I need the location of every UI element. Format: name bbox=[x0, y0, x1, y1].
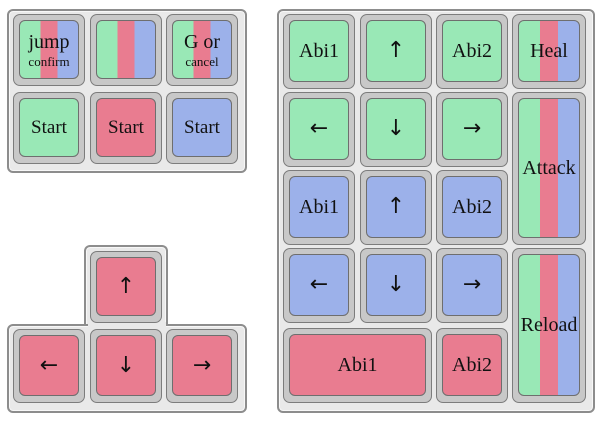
arrow-up-keycap: ↑ bbox=[96, 257, 156, 316]
arrow-right-keycap: → bbox=[172, 335, 232, 396]
blank-shared-keycap bbox=[96, 20, 156, 79]
up-green-keycap: ↑ bbox=[366, 20, 426, 82]
arrow-up-icon: ↑ bbox=[116, 273, 136, 299]
abi1-red-label: Abi1 bbox=[337, 354, 378, 376]
start-green-key[interactable]: Start bbox=[13, 92, 85, 164]
cancel-label: cancel bbox=[185, 53, 219, 69]
start-green-keycap: Start bbox=[19, 98, 79, 157]
attack-label: Attack bbox=[522, 157, 576, 179]
up-blue-keycap: ↑ bbox=[366, 176, 426, 238]
arrow-left-key[interactable]: ← bbox=[13, 329, 85, 403]
down-green-keycap: ↓ bbox=[366, 98, 426, 160]
abi2-green-label: Abi2 bbox=[452, 40, 492, 62]
attack-keycap: Attack bbox=[518, 98, 580, 238]
arrow-down-icon: ↓ bbox=[116, 352, 136, 378]
arrow-down-icon: ↓ bbox=[386, 116, 406, 141]
arrow-right-icon: → bbox=[462, 272, 482, 297]
g-cancel-key[interactable]: G or cancel bbox=[166, 14, 238, 86]
arrow-left-icon: ← bbox=[309, 272, 329, 297]
abi2-green-key[interactable]: Abi2 bbox=[436, 14, 508, 89]
arrow-down-icon: ↓ bbox=[386, 272, 406, 297]
abi1-blue-key[interactable]: Abi1 bbox=[283, 170, 355, 245]
reload-label: Reload bbox=[520, 314, 578, 336]
abi1-green-keycap: Abi1 bbox=[289, 20, 349, 82]
heal-label: Heal bbox=[530, 40, 568, 62]
abi1-blue-keycap: Abi1 bbox=[289, 176, 349, 238]
reload-key[interactable]: Reload bbox=[512, 248, 586, 403]
jump-confirm-key[interactable]: jump confirm bbox=[13, 14, 85, 86]
up-green-key[interactable]: ↑ bbox=[360, 14, 432, 89]
abi1-red-keycap: Abi1 bbox=[289, 334, 426, 396]
left-blue-key[interactable]: ← bbox=[283, 248, 355, 323]
jump-label: jump bbox=[28, 30, 70, 53]
arrow-right-key[interactable]: → bbox=[166, 329, 238, 403]
arrow-cluster-joint bbox=[88, 322, 166, 328]
arrow-left-keycap: ← bbox=[19, 335, 79, 396]
abi2-green-keycap: Abi2 bbox=[442, 20, 502, 82]
heal-keycap: Heal bbox=[518, 20, 580, 82]
arrow-right-icon: → bbox=[192, 352, 212, 378]
arrow-up-key[interactable]: ↑ bbox=[90, 251, 162, 323]
start-blue-keycap: Start bbox=[172, 98, 232, 157]
left-green-key[interactable]: ← bbox=[283, 92, 355, 167]
arrow-left-icon: ← bbox=[39, 352, 59, 378]
abi1-blue-label: Abi1 bbox=[299, 196, 339, 218]
heal-key[interactable]: Heal bbox=[512, 14, 586, 89]
arrow-left-icon: ← bbox=[309, 116, 329, 141]
g-cancel-keycap: G or cancel bbox=[172, 20, 232, 79]
abi2-red-label: Abi2 bbox=[452, 354, 492, 376]
jump-confirm-keycap: jump confirm bbox=[19, 20, 79, 79]
abi2-blue-key[interactable]: Abi2 bbox=[436, 170, 508, 245]
up-blue-key[interactable]: ↑ bbox=[360, 170, 432, 245]
arrow-up-icon: ↑ bbox=[386, 38, 406, 63]
arrow-down-key[interactable]: ↓ bbox=[90, 329, 162, 403]
right-blue-keycap: → bbox=[442, 254, 502, 316]
reload-keycap: Reload bbox=[518, 254, 580, 396]
abi1-green-label: Abi1 bbox=[299, 40, 339, 62]
blank-shared-key[interactable] bbox=[90, 14, 162, 86]
start-blue-label: Start bbox=[184, 117, 220, 138]
down-blue-keycap: ↓ bbox=[366, 254, 426, 316]
left-green-keycap: ← bbox=[289, 98, 349, 160]
attack-key[interactable]: Attack bbox=[512, 92, 586, 245]
abi1-green-key[interactable]: Abi1 bbox=[283, 14, 355, 89]
abi2-blue-label: Abi2 bbox=[452, 196, 492, 218]
down-green-key[interactable]: ↓ bbox=[360, 92, 432, 167]
right-blue-key[interactable]: → bbox=[436, 248, 508, 323]
arrow-up-icon: ↑ bbox=[386, 194, 406, 219]
abi2-red-keycap: Abi2 bbox=[442, 334, 502, 396]
right-green-keycap: → bbox=[442, 98, 502, 160]
g-or-label: G or bbox=[183, 30, 221, 53]
left-blue-keycap: ← bbox=[289, 254, 349, 316]
arrow-right-icon: → bbox=[462, 116, 482, 141]
right-green-key[interactable]: → bbox=[436, 92, 508, 167]
abi2-red-key[interactable]: Abi2 bbox=[436, 328, 508, 403]
arrow-down-keycap: ↓ bbox=[96, 335, 156, 396]
start-green-label: Start bbox=[31, 117, 67, 138]
start-red-key[interactable]: Start bbox=[90, 92, 162, 164]
down-blue-key[interactable]: ↓ bbox=[360, 248, 432, 323]
start-red-label: Start bbox=[108, 117, 144, 138]
start-blue-key[interactable]: Start bbox=[166, 92, 238, 164]
confirm-label: confirm bbox=[28, 53, 70, 69]
abi2-blue-keycap: Abi2 bbox=[442, 176, 502, 238]
start-red-keycap: Start bbox=[96, 98, 156, 157]
abi1-red-key[interactable]: Abi1 bbox=[283, 328, 432, 403]
